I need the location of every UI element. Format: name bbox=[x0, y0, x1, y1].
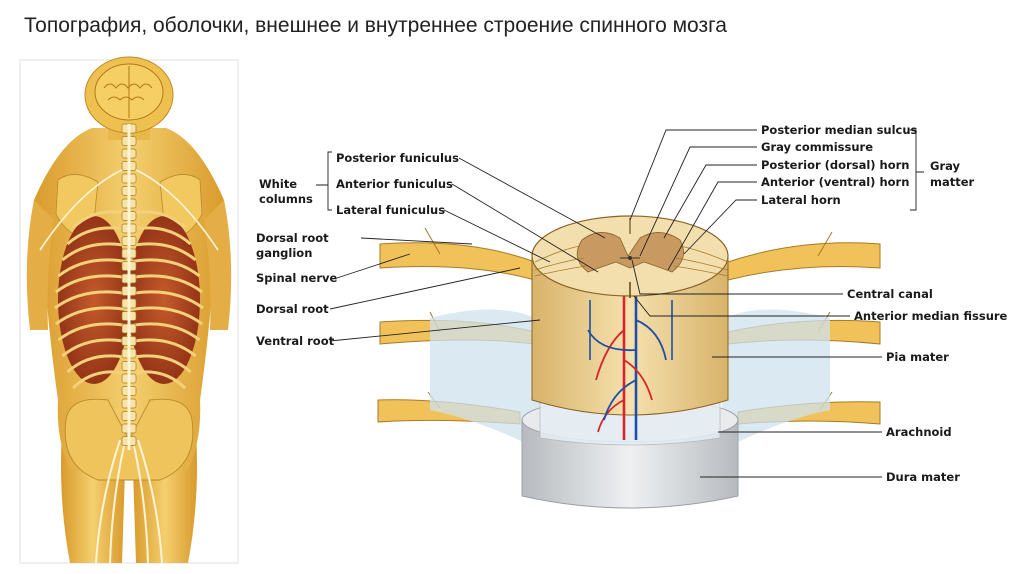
right-lung bbox=[128, 216, 200, 384]
label-lateral-funiculus: Lateral funiculus bbox=[336, 203, 445, 217]
rib bbox=[128, 290, 204, 310]
rib bbox=[128, 306, 204, 326]
label-anterior-ventral-horn: Anterior (ventral) horn bbox=[761, 175, 909, 189]
rib bbox=[54, 306, 130, 326]
label-posterior-funiculus: Posterior funiculus bbox=[336, 151, 459, 165]
label-white-columns-1: White bbox=[259, 177, 297, 191]
label-dorsal-root-ganglion-2: ganglion bbox=[256, 246, 312, 260]
label-ventral-root: Ventral root bbox=[256, 334, 335, 348]
rib bbox=[54, 290, 130, 310]
label-pia-mater: Pia mater bbox=[886, 350, 949, 364]
arachnoid-left bbox=[430, 309, 540, 450]
label-dura-mater: Dura mater bbox=[886, 470, 960, 484]
rib bbox=[54, 274, 130, 294]
rib bbox=[57, 322, 130, 342]
rootlets bbox=[534, 245, 729, 277]
gray-matter-butterfly bbox=[576, 232, 684, 273]
rib bbox=[61, 242, 130, 262]
leg-nerves bbox=[95, 439, 163, 564]
leader-lines bbox=[316, 129, 924, 478]
label-gray-matter-2: matter bbox=[930, 175, 975, 189]
right-arm bbox=[204, 200, 232, 330]
arm-nerves bbox=[39, 169, 219, 251]
body-illustration bbox=[19, 56, 239, 564]
label-posterior-dorsal-horn: Posterior (dorsal) horn bbox=[761, 158, 909, 172]
rib bbox=[57, 258, 130, 278]
label-central-canal: Central canal bbox=[847, 287, 933, 301]
rib bbox=[128, 242, 197, 262]
peripheral-nerves bbox=[39, 124, 219, 564]
left-lung bbox=[58, 216, 130, 384]
spinal-cord-diagram bbox=[377, 215, 881, 509]
blood-vessels bbox=[587, 296, 673, 440]
left-arm bbox=[26, 200, 54, 330]
rib bbox=[71, 370, 130, 390]
label-dorsal-root: Dorsal root bbox=[256, 302, 329, 316]
label-posterior-median-sulcus: Posterior median sulcus bbox=[761, 123, 918, 137]
labels: White columns Posterior funiculus Anteri… bbox=[256, 123, 1008, 484]
label-arachnoid: Arachnoid bbox=[886, 425, 952, 439]
slide-title: Топография, оболочки, внешнее и внутренн… bbox=[24, 14, 727, 37]
rib bbox=[128, 322, 201, 342]
label-anterior-funiculus: Anterior funiculus bbox=[336, 177, 453, 191]
label-dorsal-root-ganglion-1: Dorsal root bbox=[256, 231, 329, 245]
label-spinal-nerve: Spinal nerve bbox=[256, 271, 338, 285]
label-gray-commissure: Gray commissure bbox=[761, 140, 873, 154]
pelvis bbox=[64, 398, 194, 481]
label-white-columns-2: columns bbox=[259, 192, 313, 206]
rib bbox=[128, 274, 204, 294]
label-gray-matter-1: Gray bbox=[930, 159, 961, 173]
label-anterior-median-fissure: Anterior median fissure bbox=[854, 309, 1008, 323]
rib bbox=[128, 258, 201, 278]
arachnoid-right bbox=[722, 309, 830, 450]
rib bbox=[128, 370, 187, 390]
label-lateral-horn: Lateral horn bbox=[761, 193, 841, 207]
ribs bbox=[54, 210, 204, 390]
